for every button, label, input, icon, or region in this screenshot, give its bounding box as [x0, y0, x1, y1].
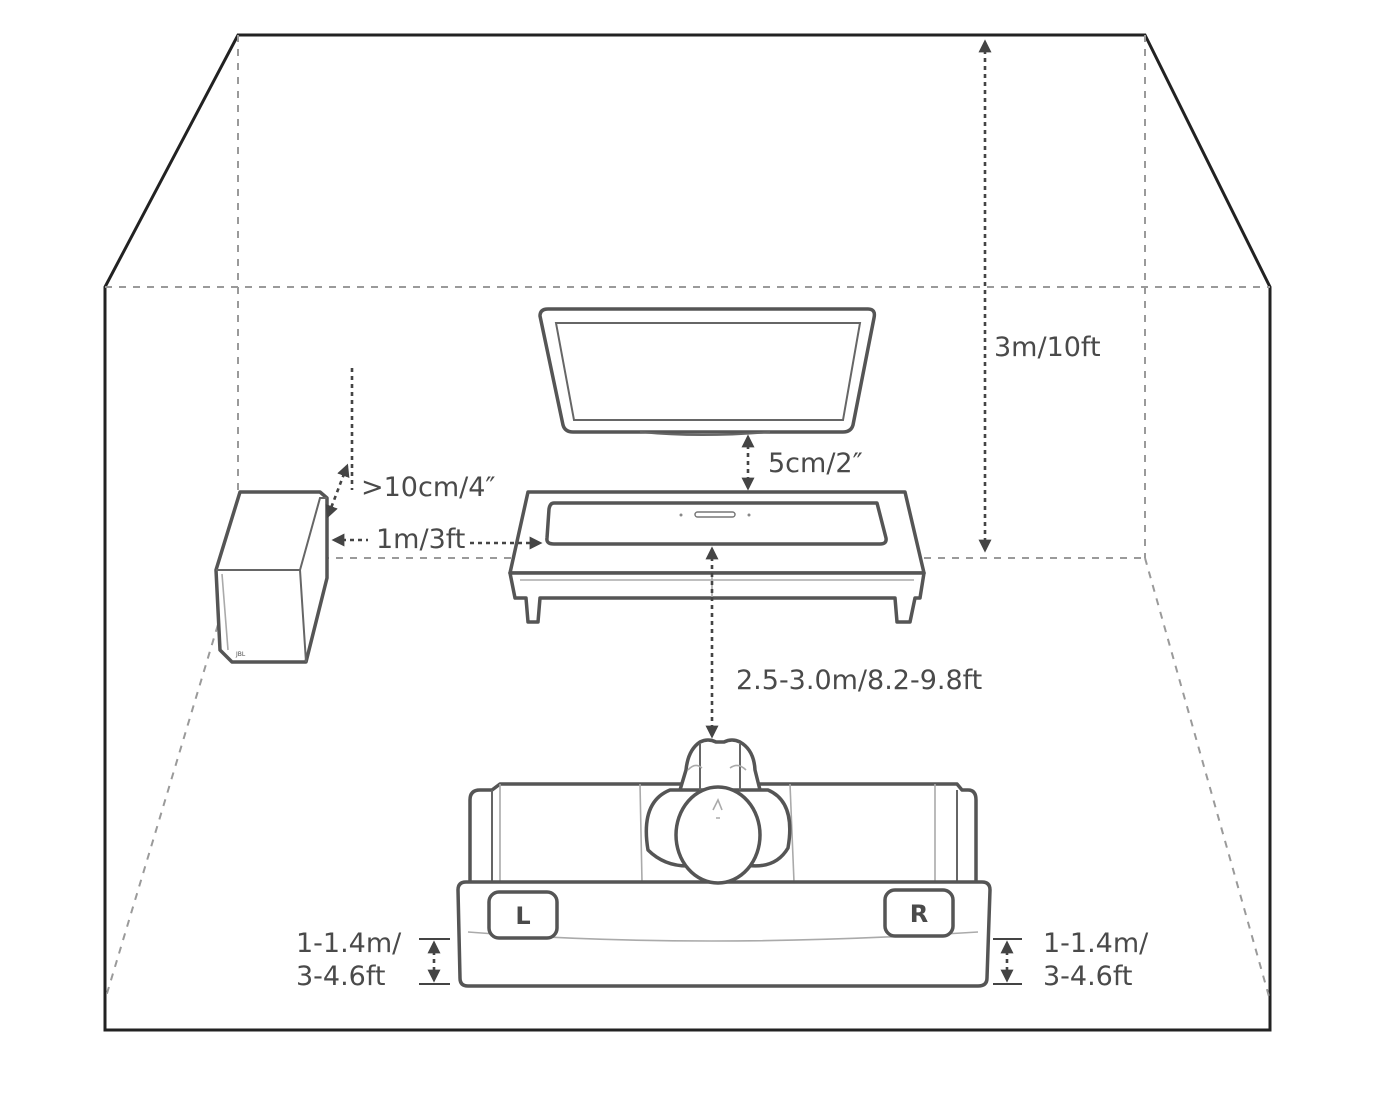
soundbar — [545, 501, 888, 546]
right-speaker-label: R — [910, 900, 928, 928]
right-height-label-line1: 1-1.4m/ — [1043, 928, 1149, 959]
left-speaker-height-measure — [419, 938, 450, 985]
left-height-label-line1: 1-1.4m/ — [296, 928, 402, 959]
listening-distance-label: 2.5-3.0m/8.2-9.8ft — [736, 665, 982, 696]
listener — [644, 738, 792, 885]
sub-distance-label: 1m/3ft — [376, 524, 465, 555]
left-speaker-label: L — [515, 902, 530, 930]
sub-wall-gap-label: >10cm/4″ — [361, 472, 496, 503]
tv — [538, 307, 877, 436]
tv-gap-label: 5cm/2″ — [768, 448, 863, 479]
room-outline — [103, 33, 1272, 1032]
ceiling-height-label: 3m/10ft — [994, 332, 1101, 363]
sub-distance-measure — [331, 533, 543, 550]
svg-text:JBL: JBL — [235, 651, 246, 658]
left-height-label-line2: 3-4.6ft — [296, 961, 385, 992]
right-height-label-line2: 3-4.6ft — [1043, 961, 1132, 992]
subwoofer: JBL — [214, 490, 329, 664]
right-speaker-height-measure — [993, 938, 1022, 985]
sub-wall-gap-measure — [325, 368, 354, 519]
left-speaker: L — [487, 890, 559, 940]
right-speaker: R — [883, 888, 955, 938]
